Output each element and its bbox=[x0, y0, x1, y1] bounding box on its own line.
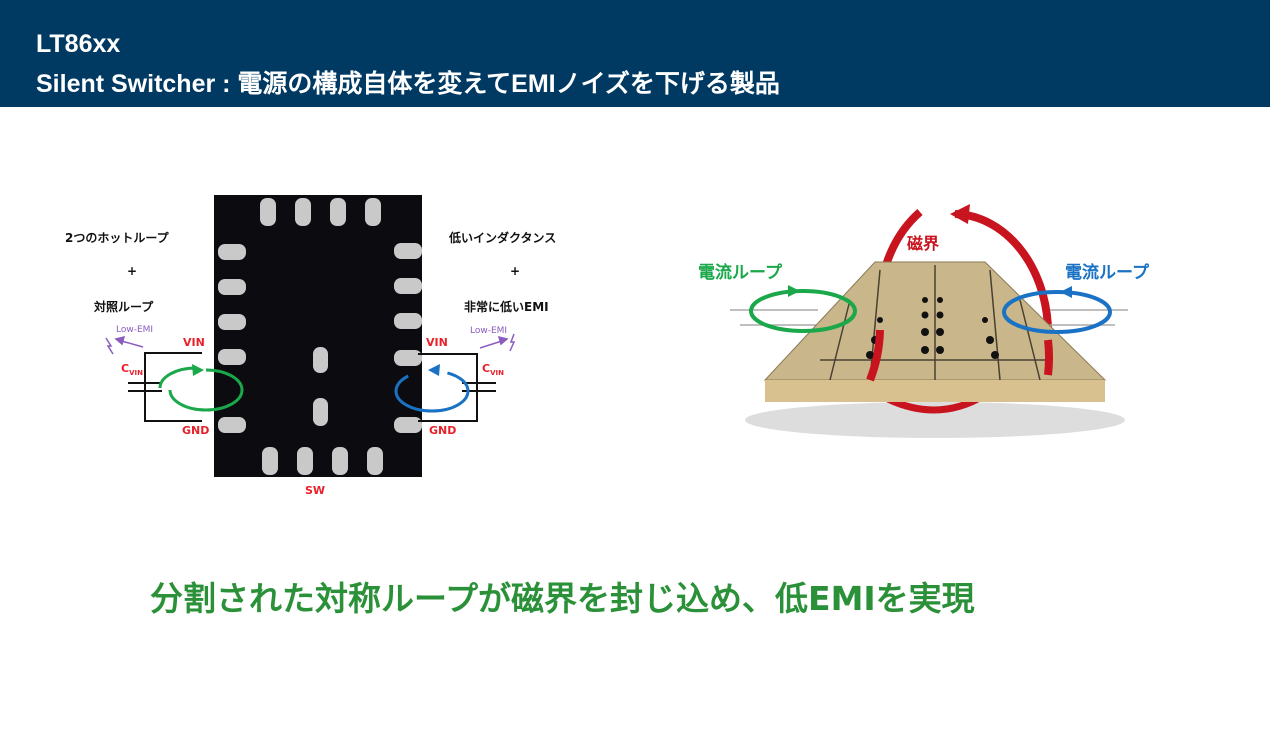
cvin-label-right: CVIN bbox=[482, 362, 504, 377]
conclusion-text: 分割された対称ループが磁界を封じ込め、低EMIを実現 bbox=[150, 579, 975, 618]
magnetic-field-arrow-right bbox=[954, 210, 1053, 341]
slide-subtitle: Silent Switcher : 電源の構成自体を変えてEMIノイズを下げる製… bbox=[36, 70, 780, 98]
blue-current-loop-icon bbox=[1002, 290, 1112, 334]
vin-label-left: VIN bbox=[183, 336, 205, 349]
slide-header: LT86xx Silent Switcher : 電源の構成自体を変えてEMIノ… bbox=[0, 0, 1270, 107]
blue-loop-icon bbox=[394, 364, 470, 413]
symmetric-loop-label: 対照ループ bbox=[94, 300, 154, 314]
cvin-label-left: CVIN bbox=[121, 362, 143, 377]
current-loop-label-right: 電流ループ bbox=[1065, 263, 1149, 283]
chip-photo bbox=[214, 195, 422, 477]
very-low-emi-label: 非常に低いEMI bbox=[464, 300, 549, 314]
c-letter: C bbox=[482, 362, 491, 375]
c-subscript: VIN bbox=[490, 369, 504, 378]
hot-loop-label: 2つのホットループ bbox=[65, 231, 169, 245]
pcb-board-illustration bbox=[730, 204, 1128, 438]
low-emi-arrows bbox=[105, 333, 516, 355]
plus-left: + bbox=[127, 264, 138, 278]
green-loop-icon bbox=[158, 364, 244, 412]
plus-right: + bbox=[510, 264, 521, 278]
magnetic-field-label: 磁界 bbox=[907, 234, 940, 253]
low-emi-label-left: Low-EMI bbox=[116, 325, 154, 335]
low-inductance-label: 低いインダクタンス bbox=[449, 231, 557, 245]
low-emi-label-right: Low-EMI bbox=[470, 326, 508, 336]
left-circuit bbox=[128, 352, 202, 422]
c-subscript: VIN bbox=[129, 369, 143, 378]
gnd-label-right: GND bbox=[429, 424, 457, 437]
sw-label: SW bbox=[305, 484, 326, 497]
current-loop-label-left: 電流ループ bbox=[698, 263, 782, 283]
c-letter: C bbox=[121, 362, 130, 375]
slide-title: LT86xx bbox=[36, 30, 121, 58]
vin-label-right: VIN bbox=[426, 336, 448, 349]
gnd-label-left: GND bbox=[182, 424, 210, 437]
green-current-loop-icon bbox=[749, 289, 857, 333]
